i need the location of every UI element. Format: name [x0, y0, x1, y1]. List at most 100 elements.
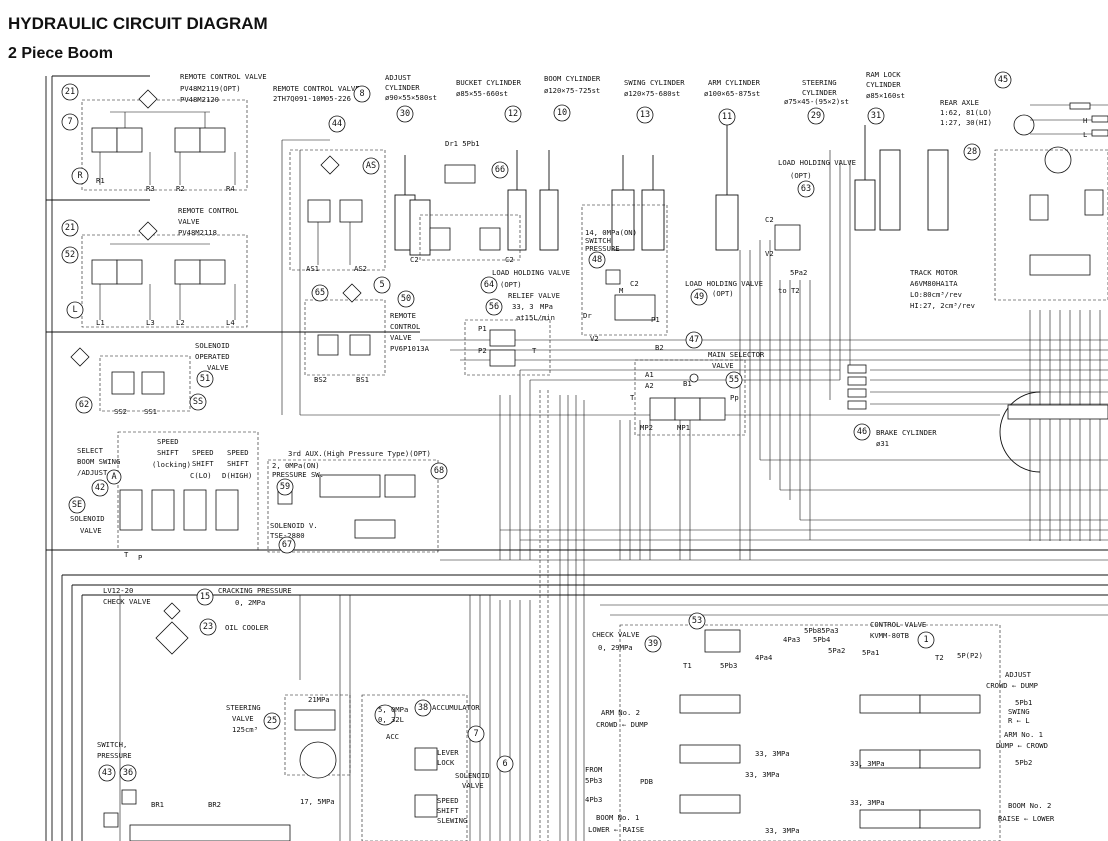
svg-text:33, 3MPa: 33, 3MPa [850, 798, 885, 807]
svg-text:SOLENOID: SOLENOID [195, 341, 230, 350]
svg-text:29: 29 [811, 111, 821, 121]
bubble-as: AS [362, 157, 380, 175]
page-subtitle: 2 Piece Boom [8, 45, 113, 62]
bubble-7a: 7 [61, 113, 79, 131]
svg-text:P1: P1 [478, 324, 487, 333]
third-aux-circuit: 3rd AUX.(High Pressure Type)(OPT) 2, 0MP… [267, 449, 439, 553]
svg-text:21: 21 [65, 87, 75, 97]
svg-text:BOOM No. 1: BOOM No. 1 [596, 813, 639, 822]
bubble-r: R [71, 167, 89, 185]
solenoid-operated-valve: SOLENOID OPERATED VALVE SS2 SS1 [70, 341, 230, 416]
svg-text:13: 13 [640, 110, 650, 120]
bubble-ss: SS [189, 393, 207, 411]
svg-text:Dr1 5Pb1: Dr1 5Pb1 [445, 139, 480, 148]
svg-text:CRACKING PRESSURE: CRACKING PRESSURE [218, 586, 292, 595]
svg-text:5: 5 [379, 280, 384, 290]
control-valve-kvmm: CONTROL VALVE KVMM-80TB CHECK VALVE 0, 2… [585, 620, 1055, 841]
bubble-15: 15 [196, 588, 214, 606]
svg-text:5Pb2: 5Pb2 [1015, 758, 1032, 767]
svg-text:L4: L4 [226, 318, 235, 327]
svg-text:21: 21 [65, 223, 75, 233]
svg-text:R ← L: R ← L [1008, 716, 1030, 725]
svg-text:SPEED: SPEED [157, 437, 179, 446]
bubble-49: 49 [690, 288, 708, 306]
svg-text:(OPT): (OPT) [500, 280, 522, 289]
svg-text:BOOM SWING: BOOM SWING [77, 457, 120, 466]
bubble-10: 10 [553, 104, 571, 122]
svg-text:33, 3MPa: 33, 3MPa [755, 749, 790, 758]
svg-text:0, 29MPa: 0, 29MPa [598, 643, 633, 652]
bubble-56: 56 [485, 298, 503, 316]
svg-text:5Pa2: 5Pa2 [790, 268, 807, 277]
bubble-39: 39 [644, 635, 662, 653]
bubble-a: A [106, 469, 122, 485]
svg-text:3rd AUX.(High Pressure Type)(O: 3rd AUX.(High Pressure Type)(OPT) [288, 449, 431, 458]
svg-text:5Pb3: 5Pb3 [585, 776, 602, 785]
svg-text:5, 0MPa: 5, 0MPa [378, 705, 408, 714]
svg-text:AS1: AS1 [306, 264, 319, 273]
svg-text:BR2: BR2 [208, 800, 221, 809]
svg-text:5Pa1: 5Pa1 [862, 648, 879, 657]
svg-text:D(HIGH): D(HIGH) [222, 471, 252, 480]
arm-cylinder: ARM CYLINDER ø100×65-875st [704, 78, 761, 251]
svg-text:LV12-20: LV12-20 [103, 586, 133, 595]
svg-text:ø85×55-660st: ø85×55-660st [456, 89, 508, 98]
svg-text:at15L/min: at15L/min [516, 313, 555, 322]
svg-text:V2: V2 [765, 249, 774, 258]
label-rcv1: REMOTE CONTROL VALVE [180, 72, 267, 81]
svg-text:55: 55 [729, 375, 739, 385]
svg-text:ACC: ACC [386, 732, 399, 741]
main-selector-valve: MAIN SELECTOR VALVE A1 A2 B1 T Pp MP2 MP… [630, 350, 765, 436]
bubble-28: 28 [963, 143, 981, 161]
svg-text:42: 42 [95, 483, 105, 493]
svg-text:VALVE: VALVE [207, 363, 229, 372]
svg-text:SWITCH,: SWITCH, [97, 740, 127, 749]
svg-text:5Pb3: 5Pb3 [720, 661, 737, 670]
svg-text:SHIFT: SHIFT [157, 448, 179, 457]
svg-text:2TH7Q091-10M05-226: 2TH7Q091-10M05-226 [273, 94, 351, 103]
svg-text:6: 6 [502, 759, 507, 769]
svg-text:ø120×75-725st: ø120×75-725st [544, 86, 600, 95]
svg-text:BUCKET CYLINDER: BUCKET CYLINDER [456, 78, 522, 87]
svg-text:V2: V2 [590, 334, 599, 343]
bubble-6: 6 [496, 755, 514, 773]
svg-text:VALVE: VALVE [232, 714, 254, 723]
svg-text:0, 2MPa: 0, 2MPa [235, 598, 265, 607]
bubble-31: 31 [867, 107, 885, 125]
svg-text:SHIFT: SHIFT [192, 459, 214, 468]
svg-text:TSE-2880: TSE-2880 [270, 531, 305, 540]
svg-text:CONTROL: CONTROL [390, 322, 420, 331]
svg-text:BRAKE CYLINDER: BRAKE CYLINDER [876, 428, 937, 437]
svg-text:BS2: BS2 [314, 375, 327, 384]
svg-text:64: 64 [484, 280, 494, 290]
svg-text:PRESSURE SW.: PRESSURE SW. [272, 470, 324, 479]
svg-text:CONTROL VALVE: CONTROL VALVE [870, 620, 926, 629]
svg-text:51: 51 [200, 374, 210, 384]
bubble-50: 50 [397, 290, 415, 308]
svg-text:67: 67 [282, 540, 292, 550]
svg-text:63: 63 [801, 184, 811, 194]
svg-text:Pp: Pp [730, 393, 739, 402]
svg-text:T: T [124, 550, 129, 559]
remote-control-valve-l: REMOTE CONTROL VALVE PV48M2118 L1 L3 L2 … [81, 206, 248, 328]
svg-text:125cm³: 125cm³ [232, 725, 258, 734]
bubble-48: 48 [588, 251, 606, 269]
steering-valve: STEERING VALVE 125cm³ 21MPa 17, 5MPa [226, 694, 351, 806]
svg-text:5Pb85Pa3: 5Pb85Pa3 [804, 626, 839, 635]
svg-text:50: 50 [401, 294, 411, 304]
svg-text:R4: R4 [226, 184, 235, 193]
svg-text:45: 45 [998, 75, 1008, 85]
svg-text:(locking): (locking) [152, 460, 191, 469]
bubble-63: 63 [797, 180, 815, 198]
svg-text:TRACK MOTOR: TRACK MOTOR [910, 268, 958, 277]
bubble-66: 66 [491, 161, 509, 179]
svg-text:SWING CYLINDER: SWING CYLINDER [624, 78, 685, 87]
svg-text:SWING: SWING [1008, 707, 1030, 716]
svg-text:38: 38 [418, 703, 428, 713]
svg-text:A6VM80HA1TA: A6VM80HA1TA [910, 279, 958, 288]
svg-text:33, 3: 33, 3 [512, 302, 534, 311]
svg-text:BS1: BS1 [356, 375, 369, 384]
svg-text:SS2: SS2 [114, 407, 127, 416]
svg-text:5Pa2: 5Pa2 [828, 646, 845, 655]
